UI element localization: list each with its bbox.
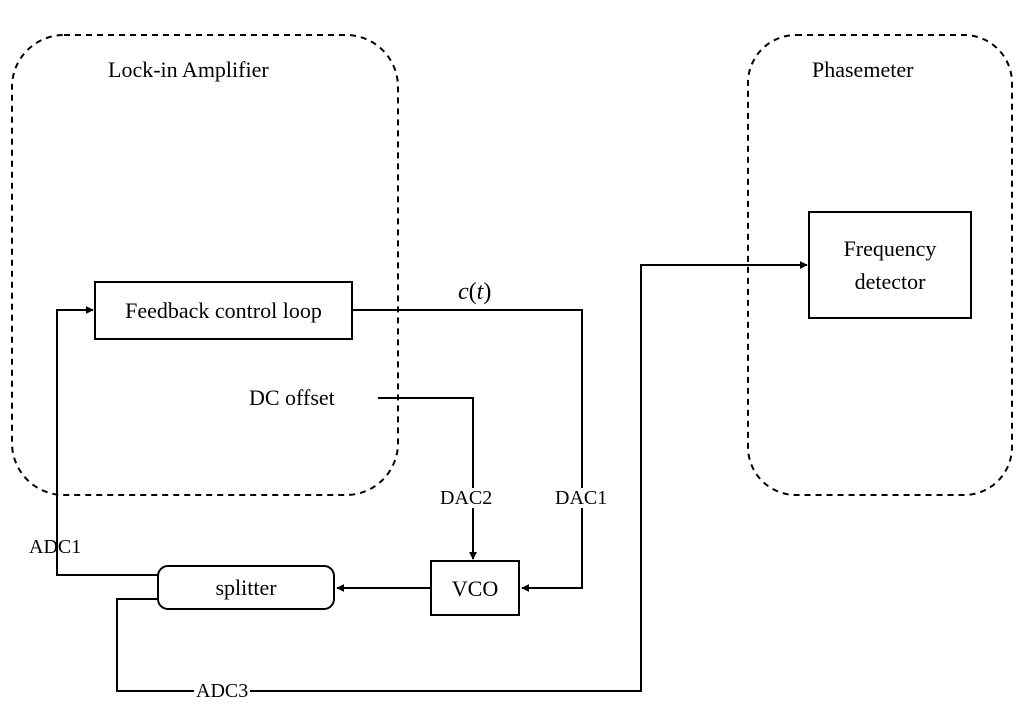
vco-label: VCO [431, 561, 519, 615]
dac1-label: DAC1 [553, 487, 610, 509]
ct-c-symbol: c [458, 279, 469, 305]
dc-offset-dac2-connector [378, 397, 477, 560]
splitter-text: splitter [215, 575, 277, 600]
ct-signal-label: c(t) [458, 280, 491, 304]
adc1-label: ADC1 [29, 536, 82, 558]
feedback-control-loop-text: Feedback control loop [125, 298, 322, 323]
adc1-connector [56, 306, 158, 576]
phasemeter-label: Phasemeter [812, 57, 914, 82]
frequency-detector-label: Frequency detector [809, 212, 971, 318]
ct-t-symbol: t [476, 279, 484, 305]
frequency-detector-line2: detector [854, 269, 926, 294]
ct-close-paren: ) [483, 279, 492, 305]
feedback-control-loop-block [94, 281, 353, 340]
splitter-label: splitter [158, 566, 334, 609]
dac2-label: DAC2 [438, 487, 495, 509]
lockin-amplifier-label: Lock-in Amplifier [108, 57, 269, 82]
ct-open-paren: ( [468, 279, 477, 305]
lockin-amplifier-group [11, 34, 399, 496]
adc3-label: ADC3 [194, 680, 251, 702]
frequency-detector-block [808, 211, 972, 319]
frequency-detector-line1: Frequency [843, 236, 937, 261]
splitter-block [157, 565, 335, 610]
feedback-control-loop-label: Feedback control loop [95, 282, 352, 339]
vco-text: VCO [451, 575, 499, 601]
dc-offset-label: DC offset [249, 385, 335, 410]
ct-dac1-connector [352, 309, 583, 592]
adc3-connector [116, 261, 808, 692]
